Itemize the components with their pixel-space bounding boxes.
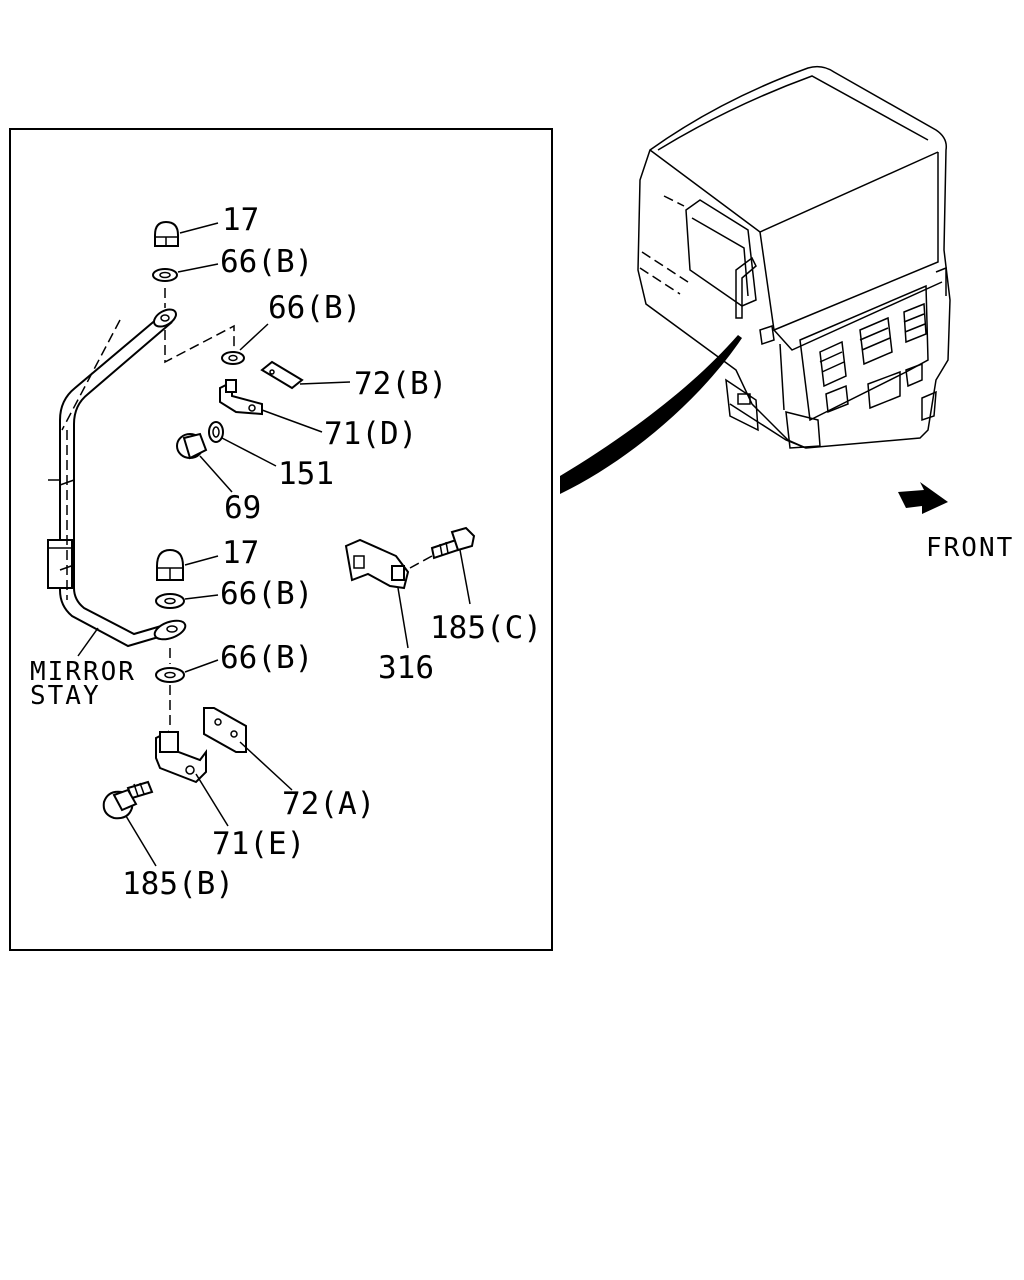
washer-151 bbox=[208, 421, 224, 443]
callout-72a: 72(A) bbox=[282, 786, 375, 822]
callout-17-lower: 17 bbox=[222, 535, 259, 571]
flange-bolt-185b bbox=[102, 780, 154, 820]
detail-leader-band bbox=[560, 335, 742, 494]
cap-nut-17-lower bbox=[156, 548, 184, 581]
callout-72b: 72(B) bbox=[354, 366, 447, 402]
cap-nut-17-upper bbox=[154, 220, 179, 247]
truck-cab-illustration bbox=[637, 65, 951, 449]
mirror-stay-label-line2: STAY bbox=[30, 681, 101, 711]
callout-71d: 71(D) bbox=[324, 416, 417, 452]
front-label: FRONT bbox=[926, 533, 1014, 563]
bracket-316 bbox=[344, 538, 410, 590]
washer-66b-1 bbox=[152, 268, 178, 282]
callout-66b-4: 66(B) bbox=[220, 640, 313, 676]
bracket-71d bbox=[219, 379, 263, 416]
washer-66b-2 bbox=[221, 351, 245, 365]
mirror-stay bbox=[47, 308, 187, 648]
callout-185c: 185(C) bbox=[430, 610, 542, 646]
plate-72a bbox=[203, 707, 247, 753]
bracket-72b bbox=[260, 360, 304, 390]
washer-66b-4 bbox=[155, 667, 185, 683]
washer-66b-3 bbox=[155, 593, 185, 609]
mirror-stay-label-line1: MIRROR bbox=[30, 657, 136, 687]
callout-185b: 185(B) bbox=[122, 866, 234, 902]
callout-17-upper: 17 bbox=[222, 202, 259, 238]
callout-316: 316 bbox=[378, 650, 434, 686]
callout-71e: 71(E) bbox=[212, 826, 305, 862]
callout-151: 151 bbox=[278, 456, 334, 492]
callout-66b-2: 66(B) bbox=[268, 290, 361, 326]
callout-69: 69 bbox=[224, 490, 261, 526]
callout-66b-1: 66(B) bbox=[220, 244, 313, 280]
cap-nut-69 bbox=[176, 432, 208, 460]
bracket-71e bbox=[155, 730, 207, 784]
front-direction-arrow-icon bbox=[898, 482, 948, 514]
bolt-185c bbox=[430, 526, 476, 560]
callout-66b-3: 66(B) bbox=[220, 576, 313, 612]
detail-frame bbox=[9, 128, 553, 951]
